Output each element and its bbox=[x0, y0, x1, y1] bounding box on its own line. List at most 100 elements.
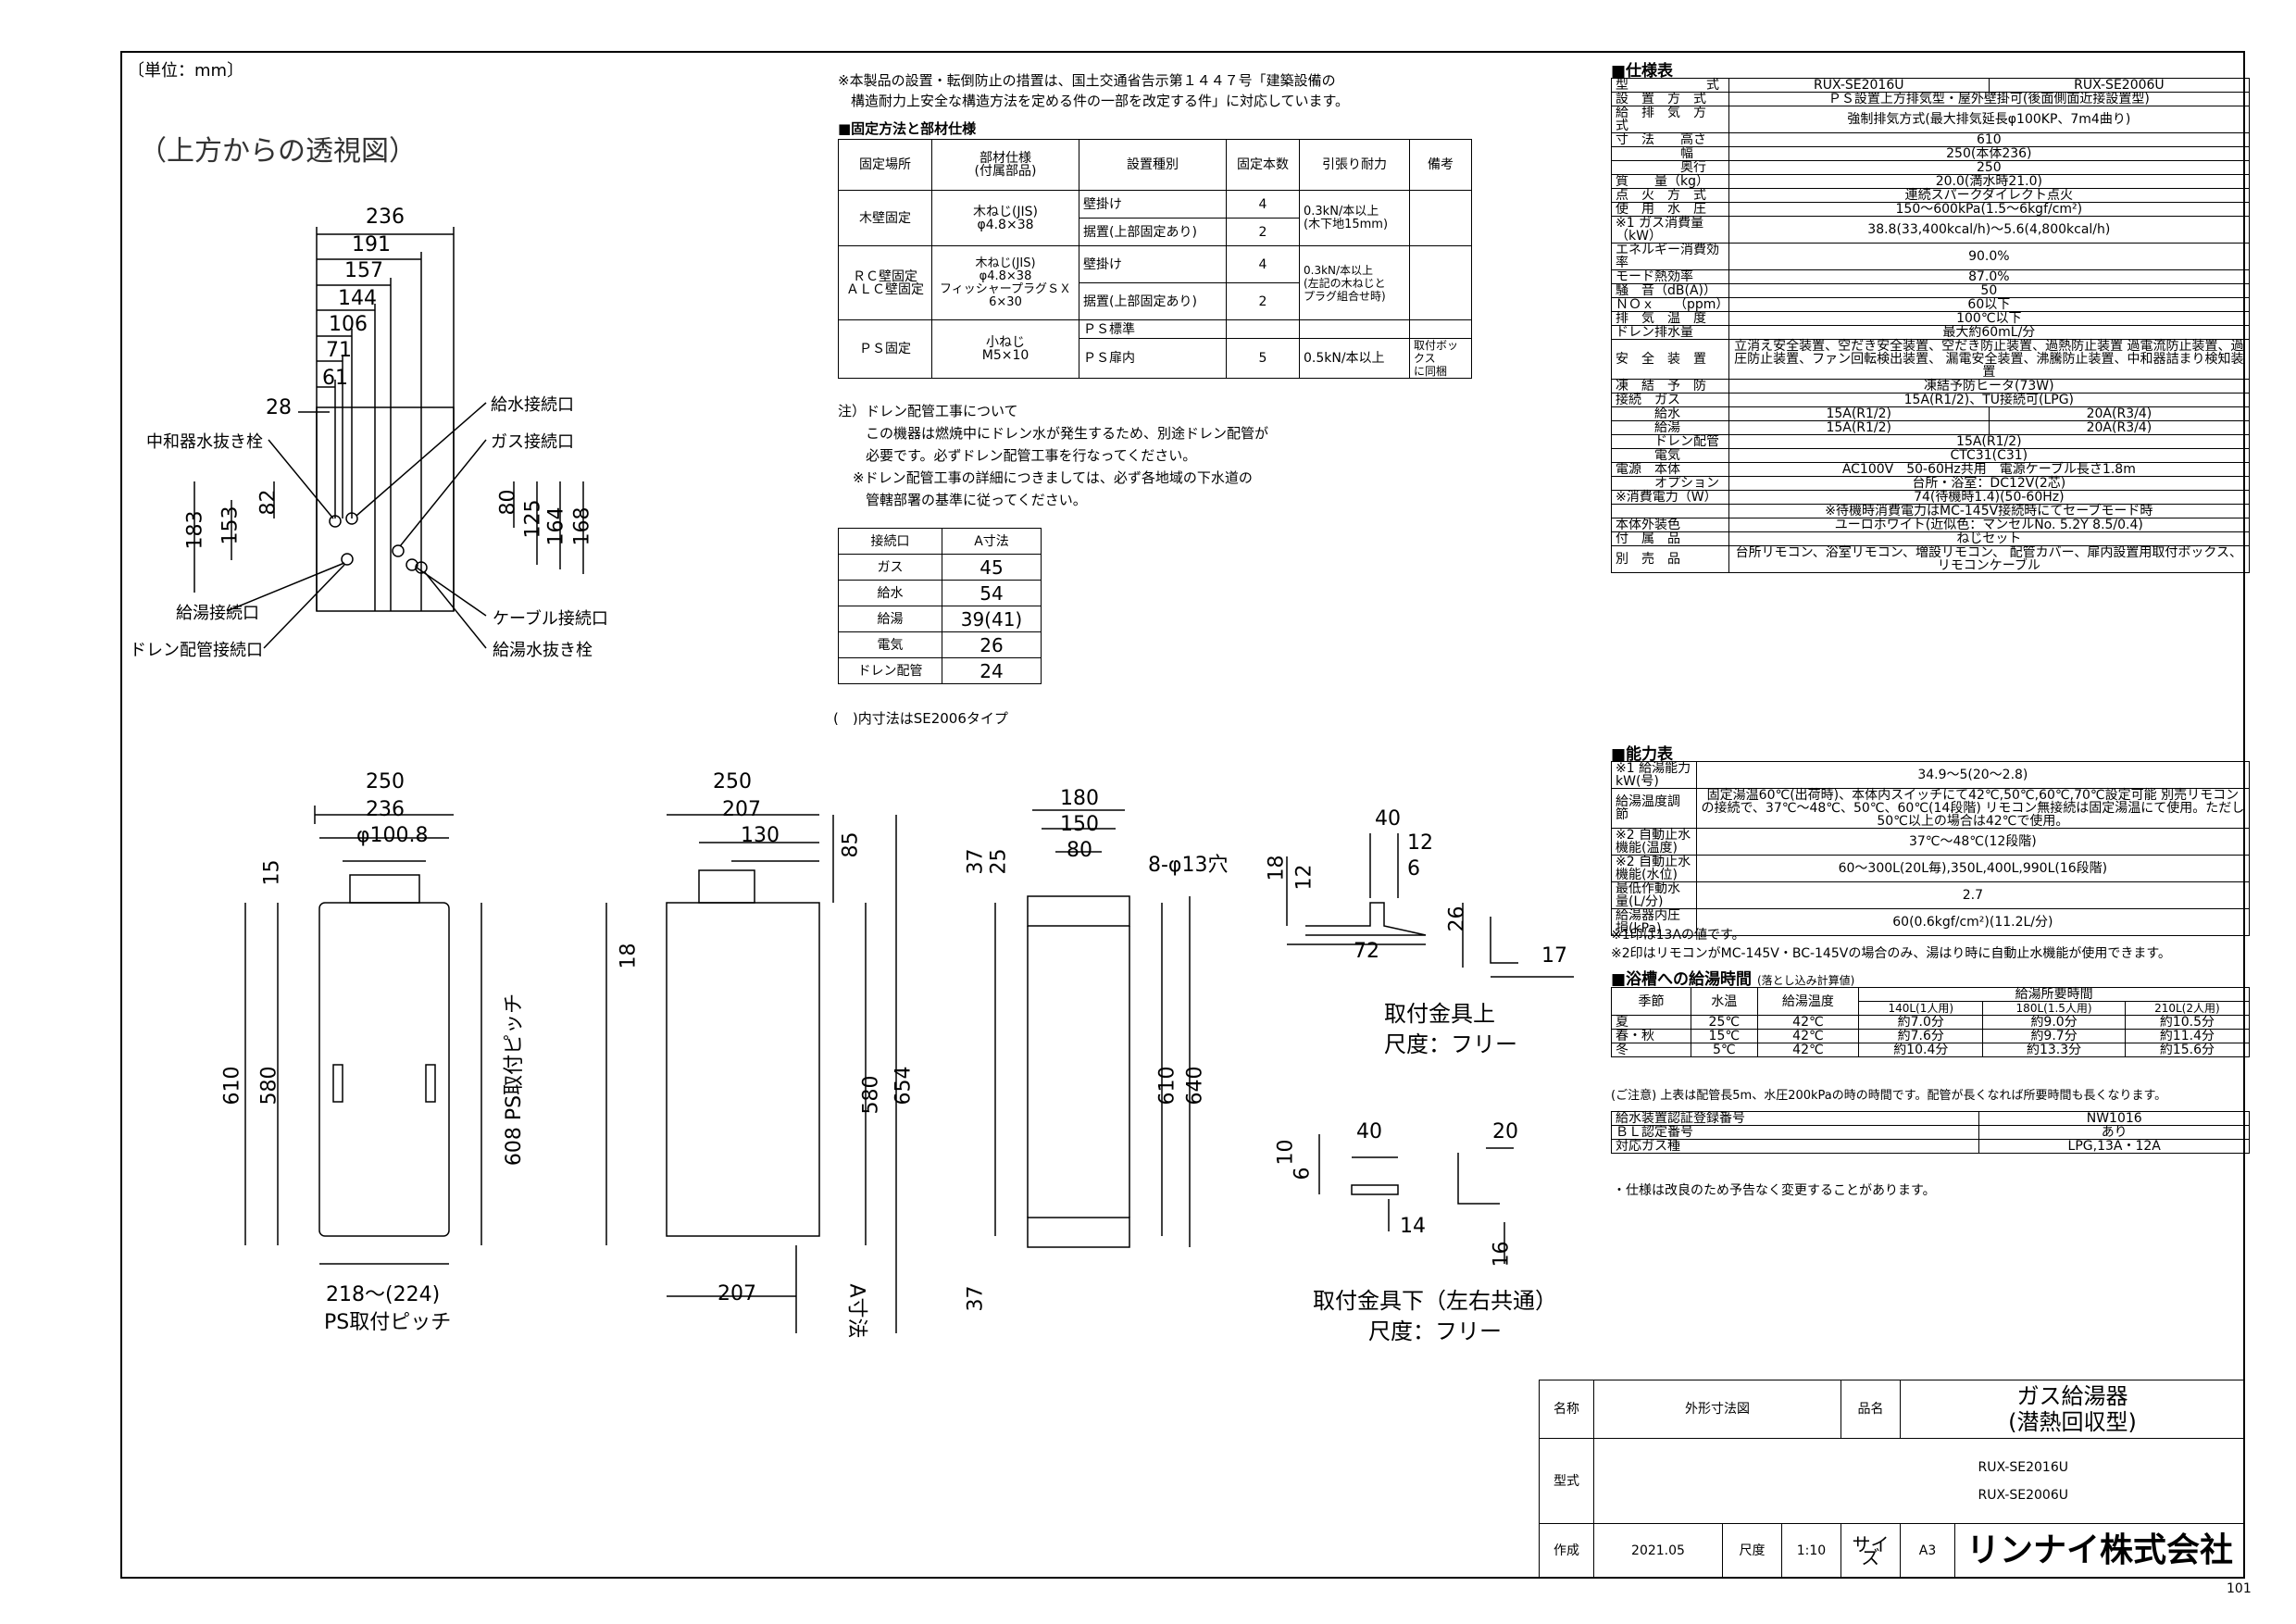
bracket-top-dim-72: 72 bbox=[1354, 940, 1379, 963]
front-dim-phi: φ100.8 bbox=[356, 824, 429, 847]
bracket-bottom-dim-10: 10 bbox=[1274, 1139, 1298, 1166]
table-cell: 42℃ bbox=[1756, 1043, 1860, 1057]
table-cell: RUX-SE2016U bbox=[1728, 78, 1990, 93]
table-cell: 最大約60mL/分 bbox=[1728, 325, 2251, 340]
bracket-bottom-title: 取付金具下（左右共通） bbox=[1313, 1288, 1557, 1314]
table-cell: 15A(R1/2) bbox=[1728, 406, 1990, 421]
table-cell: 約10.5分 bbox=[2124, 1015, 2251, 1030]
front-dim-610: 610 bbox=[220, 1066, 244, 1106]
table-row: ※消費電力（W）74(待機時1.4)(50-60Hz) bbox=[1611, 490, 2251, 505]
table-row: 給 排 気 方 式強制排気方式(最大排気延長φ100KP、7m4曲り) bbox=[1611, 106, 2251, 133]
front-dim-236: 236 bbox=[366, 798, 405, 821]
dim-82: 82 bbox=[256, 489, 281, 516]
table-cell: 対応ガス種 bbox=[1610, 1139, 1980, 1154]
table-cell: 610 bbox=[1728, 132, 2251, 147]
table-row: ※1 給湯能力kW(号)34.9〜5(20〜2.8) bbox=[1611, 761, 2251, 789]
side-dim-85: 85 bbox=[839, 831, 863, 858]
bracket-top-dim-6: 6 bbox=[1407, 857, 1420, 881]
table-cell: 34.9〜5(20〜2.8) bbox=[1695, 761, 2251, 789]
bracket-bottom-scale: 尺度：フリー bbox=[1368, 1318, 1502, 1344]
perspective-title: （上方からの透視図） bbox=[139, 135, 417, 168]
table-row: ＮＯｘ （ppm）60以下 bbox=[1611, 297, 2251, 312]
label-drain-outlet: ドレン配管接続口 bbox=[130, 641, 263, 660]
dim-106: 106 bbox=[329, 313, 368, 336]
table-cell: 約15.6分 bbox=[2124, 1043, 2251, 1057]
table-cell: オプション bbox=[1611, 476, 1729, 491]
bracket-top-dim-40: 40 bbox=[1375, 807, 1401, 831]
side-dim-654: 654 bbox=[892, 1066, 916, 1106]
table-cell: 60以下 bbox=[1728, 297, 2251, 312]
table-cell: 奥行 bbox=[1611, 160, 1729, 175]
table-cell: 42℃ bbox=[1756, 1015, 1860, 1030]
title-block: 名称 外形寸法図 品名 ガス給湯器 (潜熱回収型) 型式 RUX-SE2016U… bbox=[1539, 1379, 2245, 1580]
spec-title: ■仕様表 bbox=[1611, 62, 1674, 81]
table-cell: 150〜600kPa(1.5〜6kgf/cm²) bbox=[1728, 202, 2251, 217]
fixing-table: 固定場所 部材仕様 (付属部品) 設置種別 固定本数 引張り耐力 備考 木壁固定… bbox=[838, 139, 1472, 379]
side-dim-207b: 207 bbox=[718, 1282, 756, 1305]
notice: ※本製品の設置・転倒防止の措置は、国土交通省告示第１４４７号「建築設備の 構造耐… bbox=[838, 72, 1350, 109]
table-row: ※2 自動止水機能(温度)37℃〜48℃(12段階) bbox=[1611, 828, 2251, 856]
table-cell: 寸 法 高さ bbox=[1611, 132, 1729, 147]
bath-table: 季節 水温 給湯温度 給湯所要時間 140L(1人用) 180L(1.5人用) … bbox=[1611, 987, 2251, 1057]
capacity-notes: ※1印は13Aの値です。 ※2印はリモコンがMC-145V・BC-145Vの場合… bbox=[1611, 928, 2171, 961]
drain-note: 注）ドレン配管工事について この機器は燃焼中にドレン水が発生するため、別途ドレン… bbox=[838, 403, 1269, 508]
table-cell: 本体外装色 bbox=[1611, 518, 1729, 532]
change-note: ・仕様は改良のため予告なく変更することがあります。 bbox=[1613, 1183, 1936, 1198]
capacity-table-body: ※1 給湯能力kW(号)34.9〜5(20〜2.8)給湯温度調節固定湯温60℃(… bbox=[1611, 761, 2251, 936]
table-cell: 電源 本体 bbox=[1611, 462, 1729, 477]
table-cell: 連続スパークダイレクト点火 bbox=[1728, 188, 2251, 203]
front-dim-250: 250 bbox=[366, 770, 405, 793]
table-cell: ※2 自動止水機能(水位) bbox=[1611, 855, 1697, 882]
front-dim-218: 218〜(224) bbox=[326, 1283, 441, 1306]
table-cell: 50 bbox=[1728, 283, 2251, 298]
table-row: ＢＬ認定番号あり bbox=[1610, 1125, 2250, 1140]
table-row: 凍 結 予 防凍結予防ヒータ(73W) bbox=[1611, 379, 2251, 394]
table-cell: 使 用 水 圧 bbox=[1611, 202, 1729, 217]
dim-71: 71 bbox=[326, 339, 352, 362]
back-dim-80: 80 bbox=[1067, 839, 1092, 862]
table-cell: 約7.6分 bbox=[1858, 1029, 1984, 1043]
table-cell: 別 売 品 bbox=[1611, 545, 1729, 573]
table-cell: 20A(R3/4) bbox=[1988, 406, 2251, 421]
side-dim-250: 250 bbox=[713, 770, 752, 793]
table-cell: 90.0% bbox=[1728, 243, 2251, 270]
table-cell: 74(待機時1.4)(50-60Hz) bbox=[1728, 490, 2251, 505]
model-cell: RUX-SE2016U RUX-SE2006U bbox=[1593, 1438, 2245, 1524]
dim-144: 144 bbox=[338, 287, 377, 310]
back-dim-610: 610 bbox=[1155, 1066, 1179, 1106]
dim-153: 153 bbox=[218, 506, 243, 545]
front-dim-608: 608 PS取付ピッチ bbox=[503, 993, 527, 1167]
fixing-title: ■固定方法と部材仕様 bbox=[838, 120, 977, 137]
bracket-bottom-dim-20: 20 bbox=[1492, 1120, 1518, 1143]
dim-61: 61 bbox=[322, 367, 348, 390]
table-cell: 25℃ bbox=[1690, 1015, 1758, 1030]
table-cell: 250(本体236) bbox=[1728, 146, 2251, 161]
dim-191: 191 bbox=[352, 233, 391, 256]
table-cell: 給水装置認証登録番号 bbox=[1610, 1111, 1980, 1126]
table-cell: RUX-SE2006U bbox=[1988, 78, 2251, 93]
table-cell: ユーロホワイト(近似色：マンセルNo. 5.2Y 8.5/0.4) bbox=[1728, 518, 2251, 532]
table-row: 本体外装色ユーロホワイト(近似色：マンセルNo. 5.2Y 8.5/0.4) bbox=[1611, 518, 2251, 532]
table-cell: 凍 結 予 防 bbox=[1611, 379, 1729, 394]
unit-note: 〔単位：mm〕 bbox=[128, 61, 244, 81]
table-cell: 87.0% bbox=[1728, 269, 2251, 284]
table-cell: ＢＬ認定番号 bbox=[1610, 1125, 1980, 1140]
table-cell: ※1 給湯能力kW(号) bbox=[1611, 761, 1697, 789]
back-dim-640: 640 bbox=[1183, 1066, 1207, 1106]
table-cell: 15A(R1/2) bbox=[1728, 434, 2251, 449]
bath-note: (ご注意) 上表は配管長5m、水圧200kPaの時の時間です。配管が長くなれば所… bbox=[1611, 1089, 2167, 1103]
table-cell: LPG,13A・12A bbox=[1978, 1139, 2250, 1154]
table-cell: 台所リモコン、浴室リモコン、増設リモコン、 配管カバー、扉内設置用取付ボックス、… bbox=[1728, 545, 2251, 573]
bracket-top-title: 取付金具上 bbox=[1384, 1001, 1495, 1027]
table-cell: エネルギー消費効率 bbox=[1611, 243, 1729, 270]
table-cell: 約10.4分 bbox=[1858, 1043, 1984, 1057]
table-cell: 固定湯温60℃(出荷時)、本体内スイッチにて42℃,50℃,60℃,70℃設定可… bbox=[1695, 788, 2251, 829]
